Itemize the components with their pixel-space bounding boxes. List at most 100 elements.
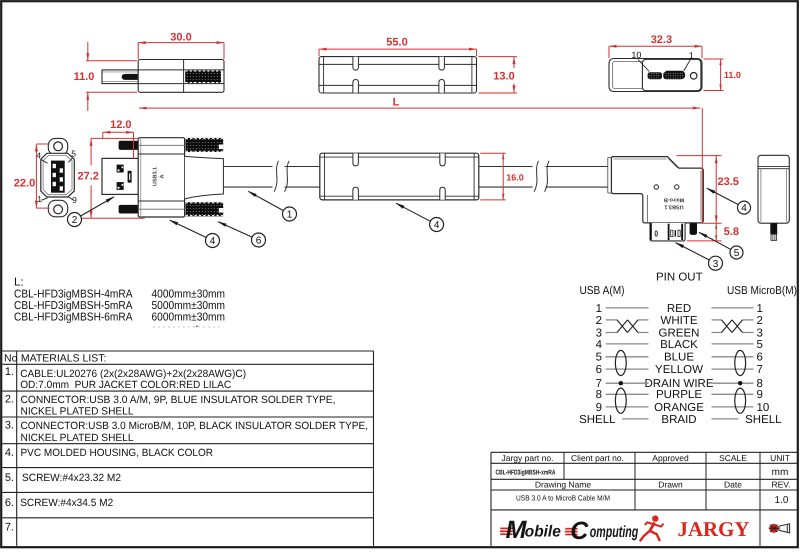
svg-text:CONNECTOR:USB 3.0 A/M, 9P, BLU: CONNECTOR:USB 3.0 A/M, 9P, BLUE INSULATO… <box>21 394 336 406</box>
svg-text:Drawn: Drawn <box>658 480 683 490</box>
svg-text:MATERIALS LIST:: MATERIALS LIST: <box>21 353 107 365</box>
svg-text:3: 3 <box>757 327 763 339</box>
svg-text:5: 5 <box>596 352 602 364</box>
svg-text:3.: 3. <box>5 420 14 432</box>
svg-text:8: 8 <box>757 378 763 390</box>
svg-text:RED: RED <box>667 303 691 315</box>
svg-text:C: C <box>570 517 589 545</box>
svg-text:CONNECTOR:USB 3.0 MicroB/M, 10: CONNECTOR:USB 3.0 MicroB/M, 10P, BLACK I… <box>21 420 369 432</box>
svg-text:4: 4 <box>36 150 41 160</box>
svg-text:4: 4 <box>434 220 440 231</box>
svg-text:L: L <box>393 97 400 109</box>
svg-text:Jargy part no.: Jargy part no. <box>502 453 554 463</box>
svg-text:Date: Date <box>724 480 742 490</box>
svg-text:4: 4 <box>596 339 603 351</box>
svg-text:Client part no.: Client part no. <box>571 453 624 463</box>
svg-text:6: 6 <box>256 236 262 247</box>
svg-text:3: 3 <box>596 327 602 339</box>
svg-text:8: 8 <box>596 389 602 401</box>
svg-text:CABLE:UL20276 (2x(2x28AWG)+2x(: CABLE:UL20276 (2x(2x28AWG)+2x(2x28AWG)C) <box>20 368 246 380</box>
svg-text:6: 6 <box>757 352 763 364</box>
svg-text:BLACK: BLACK <box>660 339 698 351</box>
svg-text:11.0: 11.0 <box>74 71 95 83</box>
svg-text:9: 9 <box>757 389 763 401</box>
svg-text:5: 5 <box>71 149 76 159</box>
svg-text:CBL-HFD3igMBSH-6mRA: CBL-HFD3igMBSH-6mRA <box>14 312 133 324</box>
svg-text:27.2: 27.2 <box>77 170 98 182</box>
svg-text:M: M <box>506 516 528 544</box>
svg-text:1: 1 <box>596 303 602 315</box>
svg-text:1: 1 <box>287 210 293 221</box>
svg-text:DRAIN WIRE: DRAIN WIRE <box>645 378 714 390</box>
svg-text:32.3: 32.3 <box>651 34 672 46</box>
svg-text:5.8: 5.8 <box>724 226 739 238</box>
svg-text:ORANGE: ORANGE <box>654 402 704 414</box>
svg-text:PIN OUT: PIN OUT <box>656 271 703 283</box>
svg-text:WHITE: WHITE <box>660 315 697 327</box>
svg-text:13.0: 13.0 <box>493 71 514 83</box>
svg-text:A: A <box>160 174 166 178</box>
svg-text:16.0: 16.0 <box>506 172 524 182</box>
svg-text:23.5: 23.5 <box>717 176 738 188</box>
svg-text:30.0: 30.0 <box>170 31 191 43</box>
svg-text:10: 10 <box>631 50 641 60</box>
svg-text:5.: 5. <box>5 472 14 484</box>
svg-text:5: 5 <box>757 339 763 351</box>
svg-text:SHELL: SHELL <box>579 414 616 426</box>
svg-text:10: 10 <box>757 402 770 414</box>
svg-text:UNIT: UNIT <box>770 453 790 463</box>
svg-text:No: No <box>4 353 18 365</box>
svg-text:2: 2 <box>72 215 78 226</box>
svg-text:JARGY: JARGY <box>678 517 750 541</box>
svg-text:REV.: REV. <box>771 480 790 490</box>
svg-text:6000mm±30mm: 6000mm±30mm <box>152 312 226 324</box>
svg-text:9: 9 <box>72 195 77 205</box>
svg-text:1: 1 <box>689 50 694 60</box>
svg-text:obile: obile <box>525 524 561 541</box>
svg-text:2: 2 <box>596 315 602 327</box>
svg-text:USB 3.0 A to MicroB Cable M/M: USB 3.0 A to MicroB Cable M/M <box>516 494 610 503</box>
svg-text:NICKEL PLATED SHELL: NICKEL PLATED SHELL <box>21 432 134 444</box>
svg-text:Micro-B: Micro-B <box>664 197 685 203</box>
svg-text:4.: 4. <box>5 447 14 459</box>
svg-text:USB A(M): USB A(M) <box>580 285 625 297</box>
svg-text:USB3.1: USB3.1 <box>153 167 159 186</box>
svg-text:OD:7.0mm PUR JACKET COLOR:RED: OD:7.0mm PUR JACKET COLOR:RED LILAC <box>20 379 231 391</box>
svg-text:SCALE: SCALE <box>719 453 747 463</box>
svg-text:7.: 7. <box>5 522 14 534</box>
svg-text:GREEN: GREEN <box>659 327 700 339</box>
svg-text:4: 4 <box>210 236 216 247</box>
svg-text:omputing: omputing <box>590 524 639 541</box>
svg-text:Drawing Name: Drawing Name <box>535 480 591 490</box>
svg-text:1.0: 1.0 <box>775 495 789 506</box>
svg-text:CBL-HFD3igMBSH-xmRA: CBL-HFD3igMBSH-xmRA <box>496 468 556 476</box>
svg-text:PURPLE: PURPLE <box>656 389 702 401</box>
svg-text:1.: 1. <box>5 366 14 378</box>
svg-text:22.0: 22.0 <box>14 178 35 190</box>
svg-text:CBL-HFD3igMBSH-5mRA: CBL-HFD3igMBSH-5mRA <box>14 300 133 312</box>
svg-text:SHELL: SHELL <box>745 414 782 426</box>
svg-text:SCREW:#4x34.5 M2: SCREW:#4x34.5 M2 <box>20 497 113 509</box>
svg-text:3: 3 <box>713 259 719 270</box>
svg-text:YELLOW: YELLOW <box>655 364 703 376</box>
svg-text:4000mm±30mm: 4000mm±30mm <box>152 288 226 300</box>
svg-text:1: 1 <box>37 194 42 204</box>
svg-text:7: 7 <box>757 364 763 376</box>
svg-text:5: 5 <box>734 248 740 259</box>
svg-text:Approved: Approved <box>652 453 689 463</box>
svg-text:L:: L: <box>14 277 24 289</box>
svg-text:BLUE: BLUE <box>664 352 694 364</box>
svg-text:mm: mm <box>772 467 789 478</box>
svg-text:USB3.1: USB3.1 <box>664 204 683 210</box>
svg-text:1: 1 <box>757 303 763 315</box>
svg-text:5000mm±30mm: 5000mm±30mm <box>152 300 226 312</box>
svg-text:4: 4 <box>741 203 747 214</box>
svg-text:11.0: 11.0 <box>724 70 741 80</box>
svg-text:6.: 6. <box>5 497 14 509</box>
svg-text:2.: 2. <box>5 393 14 405</box>
svg-text:BRAID: BRAID <box>661 414 696 426</box>
svg-text:2: 2 <box>757 315 763 327</box>
svg-text:55.0: 55.0 <box>386 37 407 49</box>
svg-text:USB MicroB(M): USB MicroB(M) <box>727 285 797 297</box>
svg-text:6: 6 <box>596 364 602 376</box>
